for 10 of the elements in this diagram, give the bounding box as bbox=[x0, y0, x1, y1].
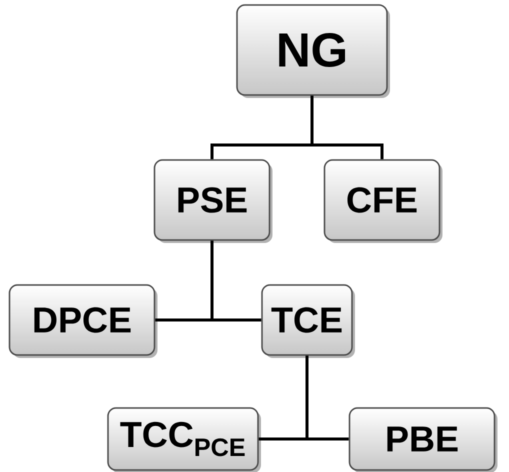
label-box: NG bbox=[236, 4, 388, 96]
connector-line bbox=[306, 356, 349, 440]
label-box: TCC$_{PCE}$ bbox=[107, 407, 259, 471]
connector-line bbox=[210, 240, 262, 322]
label-box: PBE bbox=[348, 407, 496, 471]
label-box: DPCE bbox=[8, 284, 156, 356]
connector-line bbox=[310, 96, 384, 160]
label-box: TCE bbox=[261, 284, 353, 356]
label-box: CFE bbox=[324, 159, 440, 241]
label-box: PSE bbox=[154, 159, 270, 241]
